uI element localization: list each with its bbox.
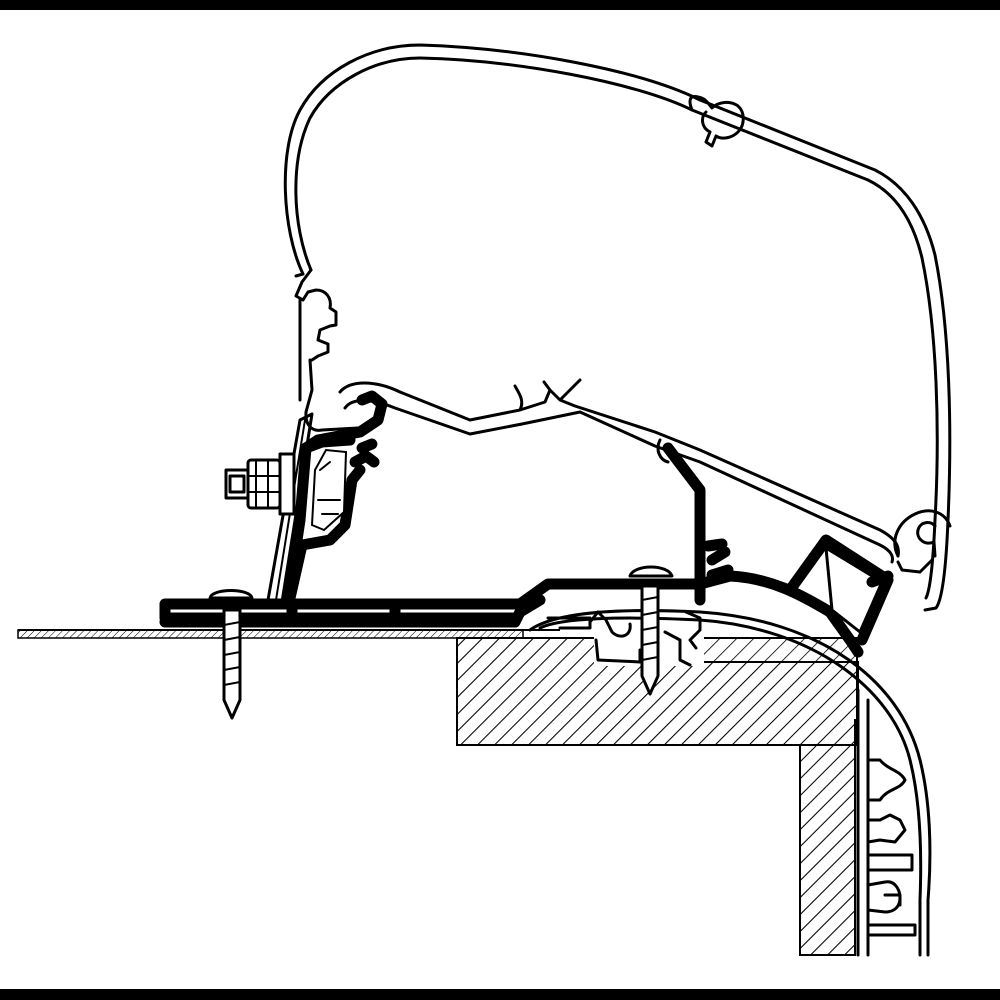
bolt-and-nut bbox=[224, 452, 296, 516]
right-screw bbox=[628, 565, 674, 696]
top-frame-bar bbox=[0, 0, 1000, 10]
roof-panel-hatched bbox=[17, 629, 560, 639]
adapter-rail bbox=[159, 390, 894, 658]
roof-wall-corner-profile bbox=[528, 609, 932, 957]
bottom-frame-bar bbox=[0, 989, 1000, 1000]
left-screw bbox=[208, 589, 254, 720]
awning-cassette bbox=[283, 43, 952, 612]
